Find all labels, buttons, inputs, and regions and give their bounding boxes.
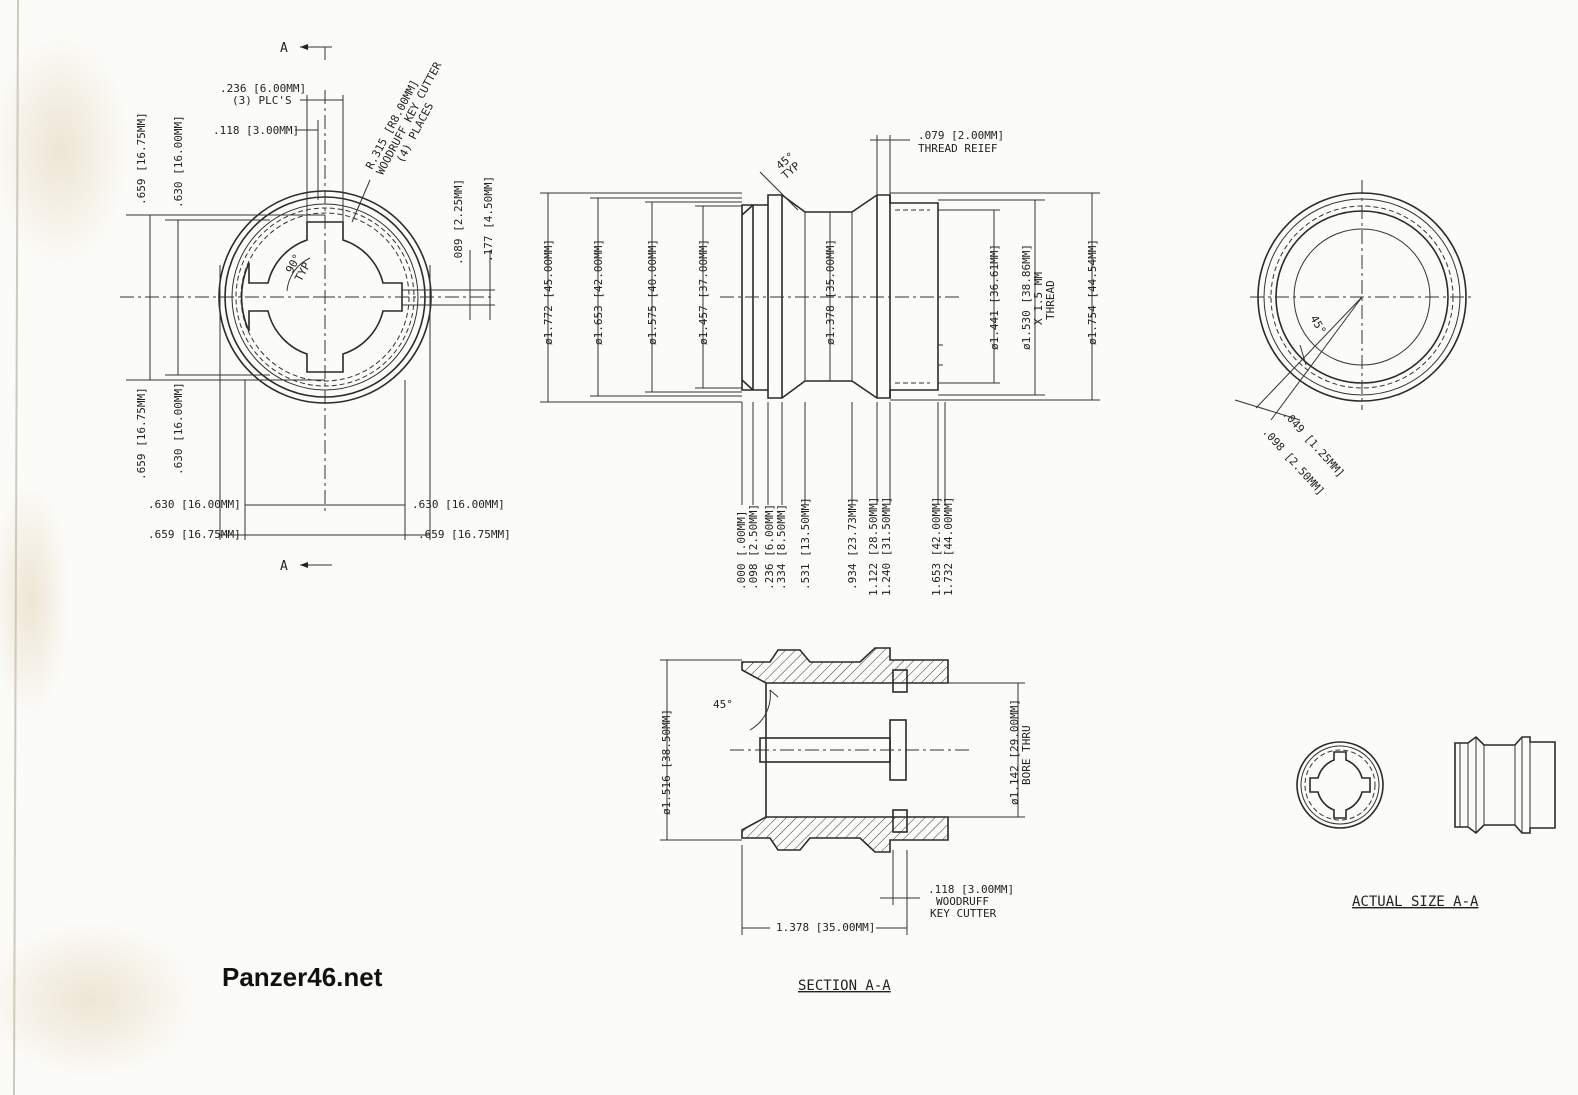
end-angle: 45° [1307, 313, 1328, 337]
station-4: .531 [13.50MM] [799, 497, 812, 590]
end-view: 45° .049 [1.25MM] .098 [2.50MM] [1234, 180, 1475, 498]
lug-width-dim: .236 [6.00MM] [220, 82, 306, 95]
actual-size-title: ACTUAL SIZE A-A [1352, 894, 1479, 910]
key-cutter-dim: .118 [3.00MM] [928, 883, 1014, 896]
dia-1772: ø1.772 [45.00MM] [542, 239, 555, 345]
relief-dim: .079 [2.00MM] [918, 129, 1004, 142]
dia-1516: ø1.516 [38.50MM] [660, 709, 673, 815]
relief-note: THREAD REIEF [918, 142, 997, 155]
key-cutter-note-1: WOODRUFF [936, 895, 989, 908]
station-6: 1.122 [28.50MM] [867, 497, 880, 596]
length-dim: 1.378 [35.00MM] [776, 921, 875, 934]
section-angle: 45° [713, 698, 733, 711]
station-3: .334 [8.50MM] [775, 504, 788, 590]
station-5: .934 [23.73MM] [846, 497, 859, 590]
section-view: 45° ø1.516 [38.50MM] ø1.142 [29.00MM] BO… [660, 647, 1033, 994]
front-view: A A .236 [6.00MM] (3) PLC'S .118 [3.00MM… [120, 41, 511, 574]
dia-1457: ø1.457 [37.00MM] [697, 239, 710, 345]
dia-1754: ø1.754 [44.54MM] [1086, 239, 1099, 345]
v-630-top: .630 [16.00MM] [172, 115, 185, 208]
section-title: SECTION A-A [798, 978, 891, 994]
cut-label-top: A [280, 41, 288, 56]
watermark-text: Panzer46.net [222, 962, 383, 992]
v-630-bottom: .630 [16.00MM] [172, 382, 185, 475]
h-630-left: .630 [16.00MM] [148, 498, 241, 511]
dia-1653: ø1.653 [42.00MM] [592, 239, 605, 345]
side-view: ø1.772 [45.00MM] ø1.653 [42.00MM] ø1.575… [540, 129, 1100, 596]
dia-1530: ø1.530 [38.86MM] [1020, 244, 1033, 350]
end-dim-049: .049 [1.25MM] [1280, 407, 1347, 480]
station-2: .236 [6.00MM] [763, 504, 776, 590]
h-659-right: .659 [16.75MM] [418, 528, 511, 541]
dia-1530-thread: THREAD [1044, 280, 1057, 320]
dia-1530-pitch: X 1.5 MM [1032, 272, 1045, 325]
dia-1575: ø1.575 [40.00MM] [646, 239, 659, 345]
cutter-note-1: WOODRUFF KEY CUTTER [374, 60, 445, 178]
station-8: 1.653 [42.00MM] [930, 497, 943, 596]
dia-1441: ø1.441 [36.61MM] [988, 244, 1001, 350]
h-659-left: .659 [16.75MM] [148, 528, 241, 541]
v-659-bottom: .659 [16.75MM] [135, 387, 148, 480]
actual-size-views: ACTUAL SIZE A-A [1296, 735, 1556, 910]
r-089-dim: .089 [2.25MM] [452, 179, 465, 265]
lug-width-note: (3) PLC'S [232, 94, 292, 107]
cut-label-bottom: A [280, 559, 288, 574]
bore-note: BORE THRU [1020, 725, 1033, 785]
dia-1378: ø1.378 [35.00MM] [824, 239, 837, 345]
r-177-dim: .177 [4.50MM] [482, 176, 495, 262]
slot-width-dim: .118 [3.00MM] [213, 124, 299, 137]
paper-stains [0, 0, 200, 1095]
station-9: 1.732 [44.00MM] [942, 497, 955, 596]
dia-1142: ø1.142 [29.00MM] [1008, 699, 1021, 805]
key-cutter-note-2: KEY CUTTER [930, 907, 997, 920]
station-0: .000 [.00MM] [735, 511, 748, 590]
h-630-right: .630 [16.00MM] [412, 498, 505, 511]
end-dim-098: .098 [2.50MM] [1260, 425, 1327, 498]
station-7: 1.240 [31.50MM] [880, 497, 893, 596]
v-659-top: .659 [16.75MM] [135, 112, 148, 205]
station-1: .098 [2.50MM] [747, 504, 760, 590]
